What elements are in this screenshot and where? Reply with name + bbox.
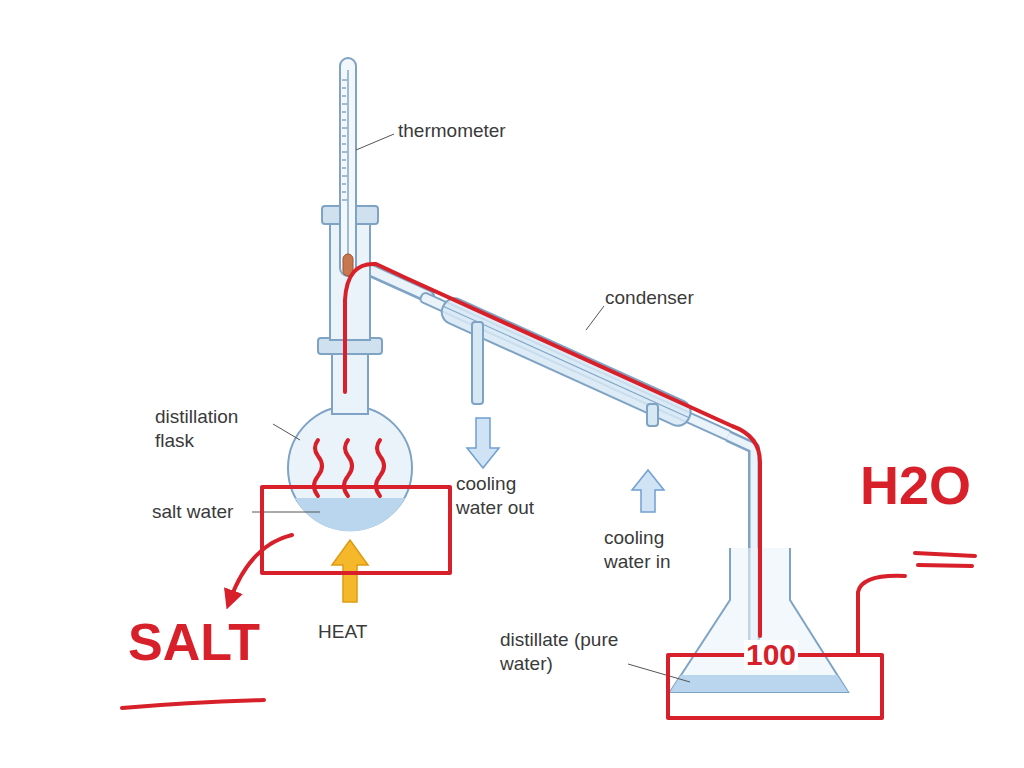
thermometer-tube: [340, 58, 356, 276]
inner-tube: [419, 292, 733, 442]
underline: [122, 700, 264, 708]
condenser-symbol: [416, 285, 736, 449]
callout-arrow: [230, 535, 292, 600]
water-outlet: [472, 322, 483, 404]
leader-line: [586, 306, 604, 330]
flow-arrow: [467, 418, 499, 468]
part-label: condenser: [605, 286, 735, 310]
part-label: thermometer: [398, 119, 548, 143]
water-inlet: [647, 404, 658, 426]
handwritten-note: H2O: [860, 458, 971, 512]
thermometer-column: [347, 70, 349, 258]
part-label: distillate (pure water): [500, 628, 626, 676]
part-label: cooling water out: [456, 472, 556, 520]
underline: [915, 553, 975, 566]
part-label: distillation flask: [155, 405, 273, 453]
part-label: cooling water in: [604, 526, 699, 574]
salt-water-liquid: [295, 498, 405, 531]
callout-line: [858, 576, 905, 655]
flask-neck: [332, 352, 368, 414]
thermometer-symbol: [340, 58, 356, 276]
red-annotations: [122, 264, 975, 718]
handwritten-note: SALT: [128, 616, 260, 668]
leader-line: [356, 134, 394, 150]
handwritten-note: 100: [744, 640, 798, 670]
flow-arrow: [632, 470, 664, 512]
leader-line: [273, 424, 300, 440]
distillate-liquid: [670, 675, 848, 692]
highlight-box: [262, 487, 450, 573]
thermometer-scale: [342, 80, 347, 200]
inner-tube-axis: [443, 306, 689, 418]
part-label: salt water: [152, 500, 252, 524]
vapour-path: [345, 264, 760, 636]
distillation-flask: [288, 352, 412, 531]
cooling-jacket: [438, 294, 695, 429]
leader-line: [628, 664, 690, 682]
part-label: HEAT: [318, 620, 398, 644]
